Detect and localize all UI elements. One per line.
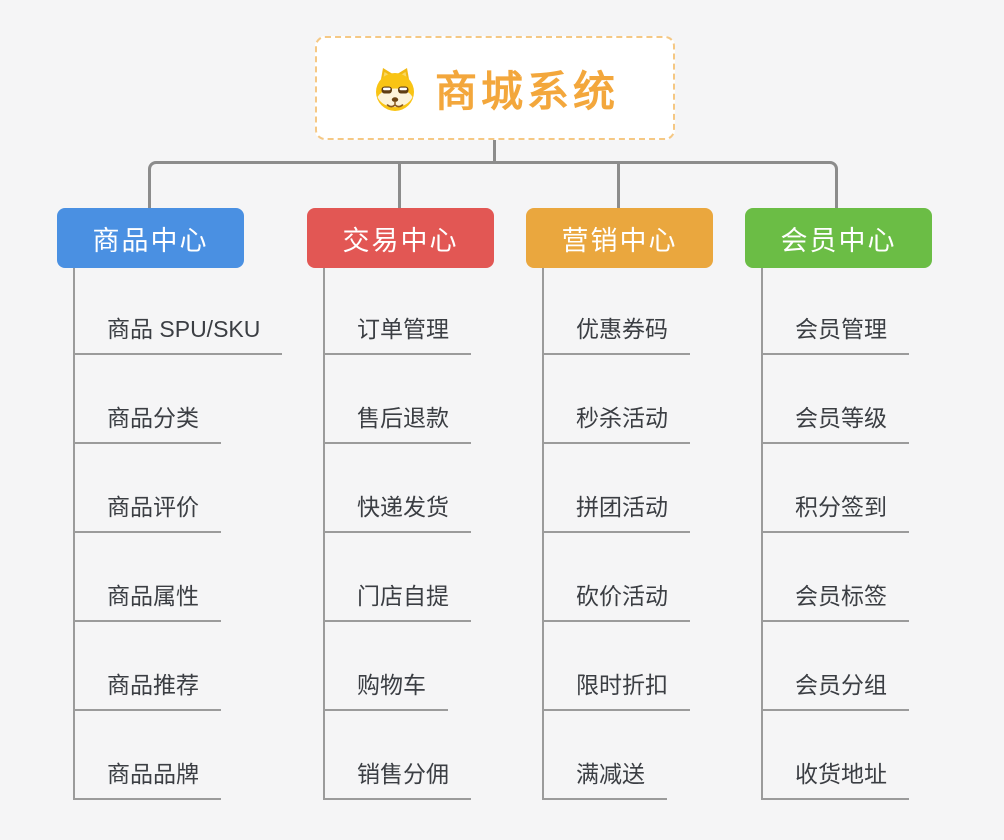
branch-label: 营销中心 bbox=[561, 225, 678, 256]
branch-column-member: 会员管理 会员等级 积分签到 会员标签 会员分组 收货地址 bbox=[745, 268, 995, 813]
leaf-node[interactable]: 秒杀活动 bbox=[542, 399, 690, 444]
leaf-node[interactable]: 销售分佣 bbox=[323, 755, 471, 800]
branch-label: 会员中心 bbox=[780, 225, 897, 256]
leaf-node[interactable]: 商品属性 bbox=[73, 577, 221, 622]
branch-node-member-center[interactable]: 会员中心 bbox=[745, 208, 932, 268]
leaf-node[interactable]: 积分签到 bbox=[761, 488, 909, 533]
leaf-node[interactable]: 收货地址 bbox=[761, 755, 909, 800]
leaf-node[interactable]: 商品推荐 bbox=[73, 666, 221, 711]
connector-root-stub bbox=[493, 140, 496, 163]
leaf-node[interactable]: 砍价活动 bbox=[542, 577, 690, 622]
leaf-node[interactable]: 限时折扣 bbox=[542, 666, 690, 711]
leaf-node[interactable]: 会员分组 bbox=[761, 666, 909, 711]
leaf-node[interactable]: 满减送 bbox=[542, 755, 667, 800]
leaf-node[interactable]: 门店自提 bbox=[323, 577, 471, 622]
column-line bbox=[323, 268, 325, 800]
leaf-node[interactable]: 购物车 bbox=[323, 666, 448, 711]
branch-column-product: 商品 SPU/SKU 商品分类 商品评价 商品属性 商品推荐 商品品牌 bbox=[57, 268, 307, 813]
column-line bbox=[761, 268, 763, 800]
leaf-node[interactable]: 会员管理 bbox=[761, 310, 909, 355]
leaf-node[interactable]: 售后退款 bbox=[323, 399, 471, 444]
leaf-node[interactable]: 商品评价 bbox=[73, 488, 221, 533]
root-title: 商城系统 bbox=[434, 67, 619, 115]
leaf-node[interactable]: 订单管理 bbox=[323, 310, 471, 355]
connector-drop-trade bbox=[398, 163, 401, 208]
leaf-node[interactable]: 商品 SPU/SKU bbox=[73, 310, 283, 355]
leaf-node[interactable]: 会员等级 bbox=[761, 399, 909, 444]
branch-label: 商品中心 bbox=[92, 225, 209, 256]
column-line bbox=[73, 268, 75, 800]
leaf-node[interactable]: 商品品牌 bbox=[73, 755, 221, 800]
branch-node-product-center[interactable]: 商品中心 bbox=[57, 208, 244, 268]
branch-node-marketing-center[interactable]: 营销中心 bbox=[526, 208, 713, 268]
root-node[interactable]: 商城系统 bbox=[315, 36, 675, 140]
branch-column-trade: 订单管理 售后退款 快递发货 门店自提 购物车 销售分佣 bbox=[307, 268, 557, 813]
leaf-node[interactable]: 商品分类 bbox=[73, 399, 221, 444]
leaf-node[interactable]: 会员标签 bbox=[761, 577, 909, 622]
branch-node-trade-center[interactable]: 交易中心 bbox=[307, 208, 494, 268]
branch-label: 交易中心 bbox=[342, 225, 459, 256]
shiba-dog-icon bbox=[375, 68, 414, 111]
leaf-node[interactable]: 快递发货 bbox=[323, 488, 471, 533]
branch-column-marketing: 优惠券码 秒杀活动 拼团活动 砍价活动 限时折扣 满减送 bbox=[526, 268, 776, 813]
leaf-node[interactable]: 优惠券码 bbox=[542, 310, 690, 355]
connector-elbow-left bbox=[148, 161, 495, 208]
leaf-node[interactable]: 拼团活动 bbox=[542, 488, 690, 533]
column-line bbox=[542, 268, 544, 800]
connector-drop-marketing bbox=[617, 163, 620, 208]
connector-elbow-right bbox=[495, 161, 838, 208]
